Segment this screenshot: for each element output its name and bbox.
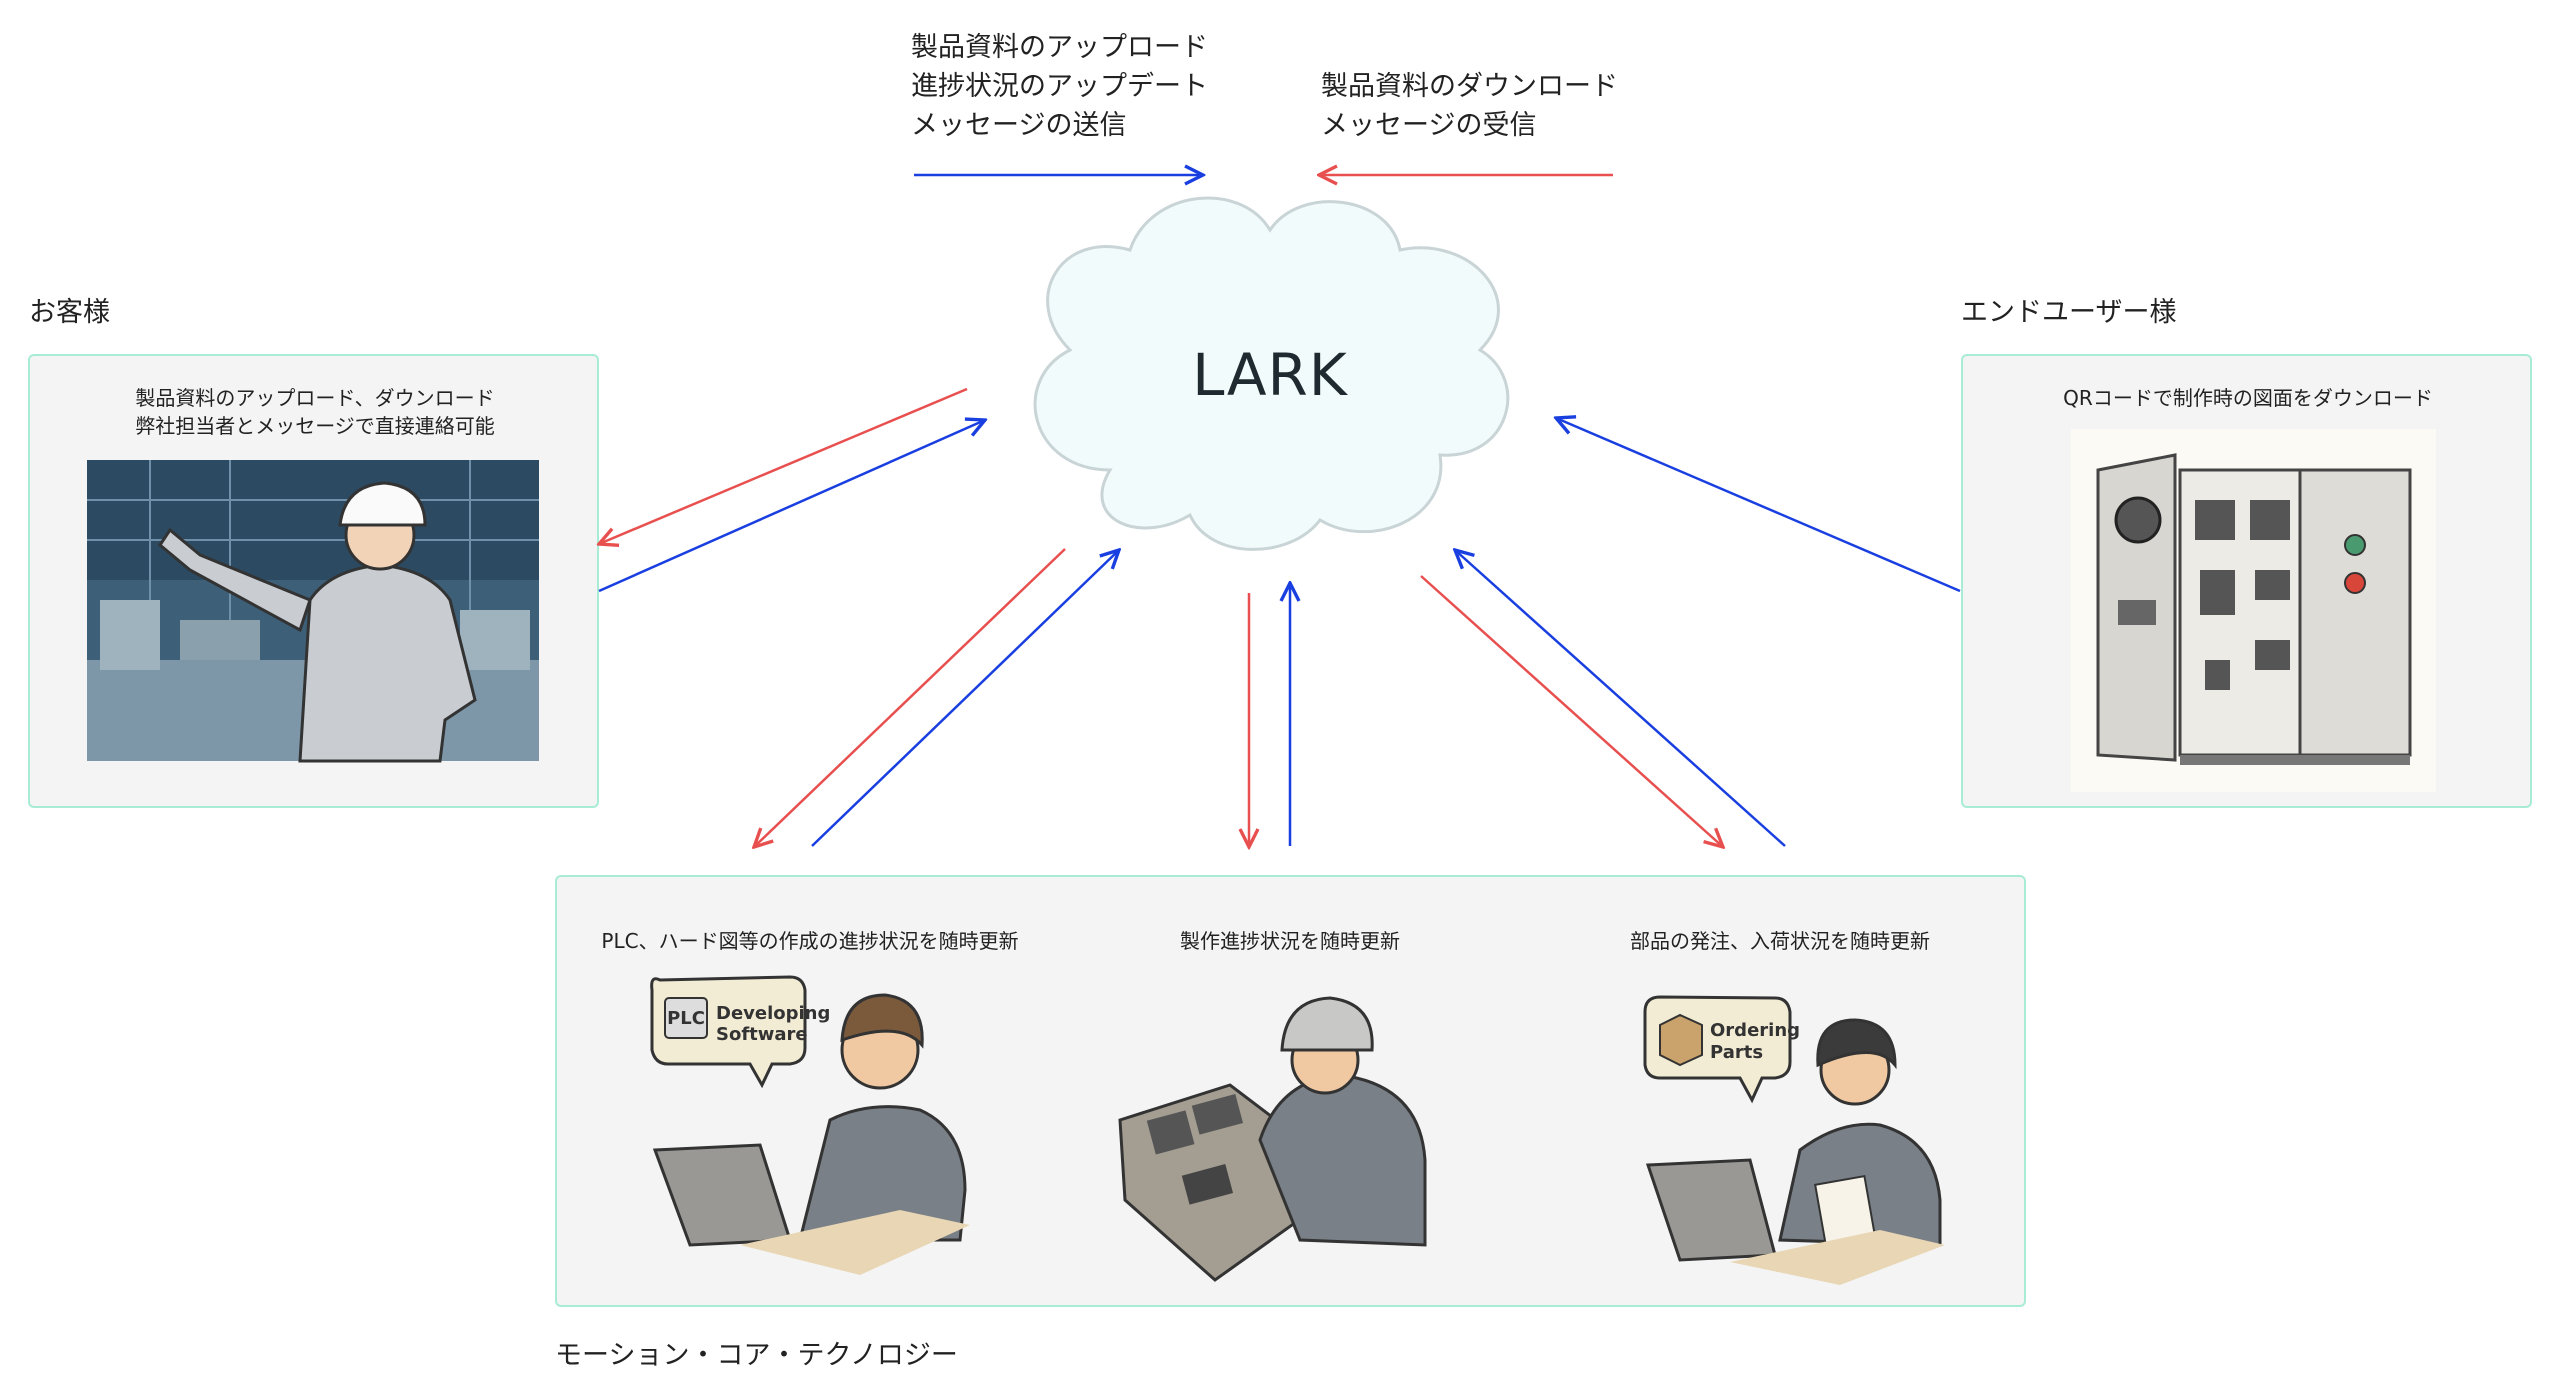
upload-legend: 製品資料のアップロード 進捗状況のアップデート メッセージの送信 [911, 28, 1208, 145]
download-arrow-parts [1420, 575, 1723, 847]
role-caption-parts: 部品の発注、入荷状況を随時更新 [1630, 929, 1930, 953]
cloud-icon [1033, 196, 1510, 551]
customer-title: お客様 [29, 297, 110, 328]
company-title: モーション・コア・テクノロジー [555, 1340, 958, 1371]
control-panel-illustration [2071, 429, 2436, 792]
role-caption-production: 製作進捗状況を随時更新 [1180, 929, 1400, 953]
download-arrow-customer [599, 387, 968, 544]
end-user-title: エンドユーザー様 [1961, 297, 2177, 328]
legend-line: 進捗状況のアップデート [911, 71, 1208, 102]
legend-line: 製品資料のアップロード [911, 32, 1208, 63]
role-caption-plc: PLC、ハード図等の作成の進捗状況を随時更新 [601, 929, 1019, 953]
box-icon [1659, 1013, 1703, 1067]
upload-arrow-customer [598, 420, 985, 593]
factory-worker-illustration [87, 460, 539, 763]
upload-arrow-parts [1455, 550, 1786, 847]
bubble-text: Parts [1710, 1042, 1763, 1063]
customer-description: 製品資料のアップロード、ダウンロード 弊社担当者とメッセージで直接連絡可能 [135, 384, 495, 440]
legend-line: メッセージの受信 [1321, 110, 1537, 141]
bubble-text: Software [716, 1024, 808, 1045]
description-line: 製品資料のアップロード、ダウンロード [135, 386, 495, 410]
end-user-description: QRコードで制作時の図面をダウンロード [2063, 386, 2433, 410]
plc-badge: PLC [667, 1008, 705, 1029]
lark-cloud-label: LARK [1192, 341, 1348, 409]
upload-arrow-plc [811, 550, 1119, 847]
legend-line: 製品資料のダウンロード [1321, 71, 1618, 102]
download-arrow-plc [754, 548, 1066, 847]
description-line: 弊社担当者とメッセージで直接連絡可能 [135, 414, 495, 438]
bubble-text: Developing [716, 1003, 830, 1024]
upload-arrow-end-user [1556, 418, 1961, 593]
software-developer-illustration: PLC Developing Software [650, 975, 970, 1275]
bubble-text: Ordering [1710, 1020, 1800, 1041]
parts-orderer-illustration: Ordering Parts [1643, 995, 1945, 1285]
assembly-worker-illustration [1118, 996, 1427, 1282]
legend-line: メッセージの送信 [911, 110, 1127, 141]
download-legend: 製品資料のダウンロード メッセージの受信 [1321, 67, 1618, 145]
